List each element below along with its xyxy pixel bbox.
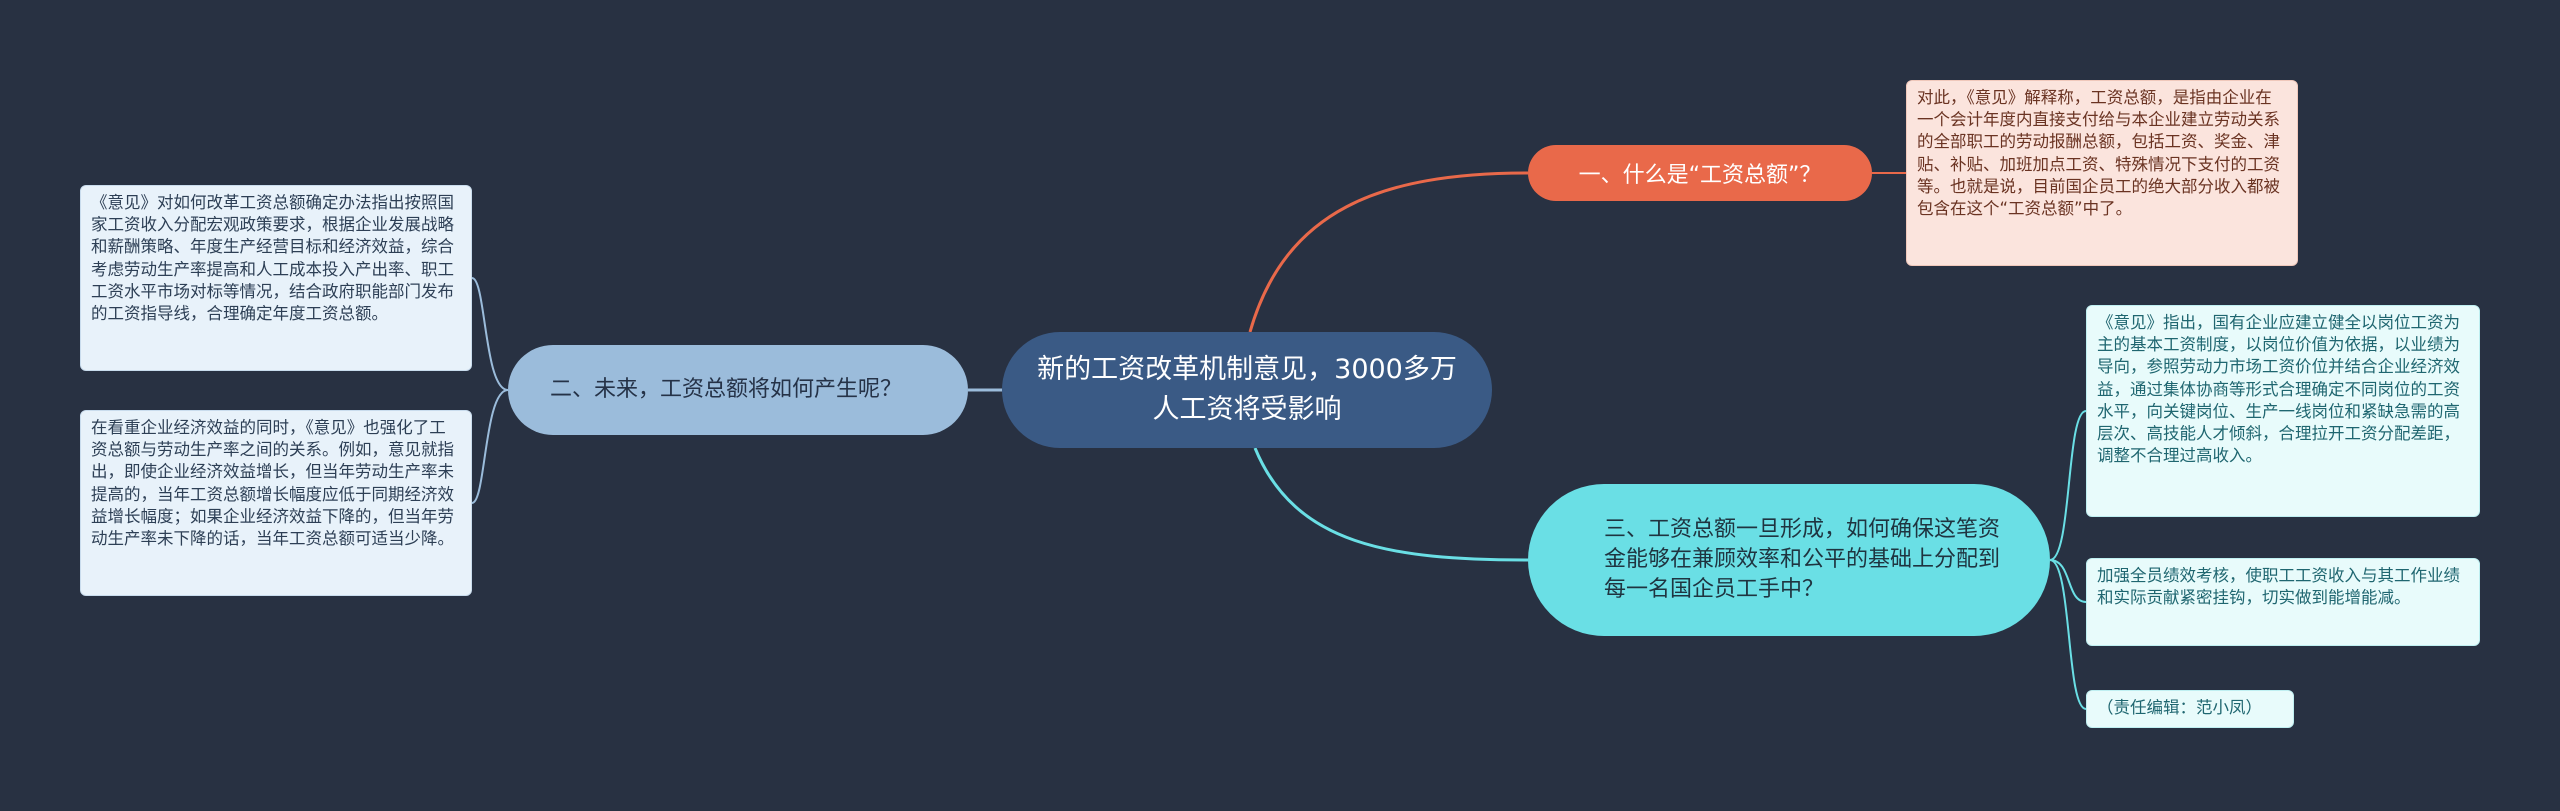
branch-topic-label: 二、未来，工资总额将如何产生呢？ <box>550 377 903 402</box>
note-editor-credit[interactable]: （责任编辑：范小凤） <box>2086 690 2294 728</box>
branch-topic-fair-distribution[interactable]: 三、工资总额一旦形成，如何确保这笔资金能够在兼顾效率和公平的基础上分配到每一名国… <box>1528 484 2050 636</box>
branch-topic-how-generated[interactable]: 二、未来，工资总额将如何产生呢？ <box>508 345 968 435</box>
branch-topic-label: 一、什么是“工资总额”？ <box>1578 163 1822 188</box>
note-text: 在看重企业经济效益的同时，《意见》也强化了工资总额与劳动生产率之间的关系。例如，… <box>91 418 454 549</box>
note-definition[interactable]: 对此，《意见》解释称，工资总额，是指由企业在一个会计年度内直接支付给与本企业建立… <box>1906 80 2298 266</box>
note-text: 《意见》对如何改革工资总额确定办法指出按照国家工资收入分配宏观政策要求，根据企业… <box>91 193 454 324</box>
note-text: 《意见》指出，国有企业应建立健全以岗位工资为主的基本工资制度，以岗位价值为依据，… <box>2097 313 2460 466</box>
connector-branch2-note2 <box>471 389 509 504</box>
note-position-wage-system[interactable]: 《意见》指出，国有企业应建立健全以岗位工资为主的基本工资制度，以岗位价值为依据，… <box>2086 305 2480 517</box>
connector-root-branch1 <box>1248 171 1529 333</box>
root-topic[interactable]: 新的工资改革机制意见，3000多万人工资将受影响 <box>1002 332 1492 448</box>
connector-branch3-note2 <box>2049 559 2087 603</box>
note-text: 对此，《意见》解释称，工资总额，是指由企业在一个会计年度内直接支付给与本企业建立… <box>1917 88 2280 219</box>
note-productivity-link[interactable]: 在看重企业经济效益的同时，《意见》也强化了工资总额与劳动生产率之间的关系。例如，… <box>80 410 472 596</box>
connector-branch3-note1 <box>2049 410 2087 561</box>
branch-topic-label: 三、工资总额一旦形成，如何确保这笔资金能够在兼顾效率和公平的基础上分配到每一名国… <box>1604 517 2001 602</box>
note-determination-method[interactable]: 《意见》对如何改革工资总额确定办法指出按照国家工资收入分配宏观政策要求，根据企业… <box>80 185 472 371</box>
connector-branch2-note1 <box>471 277 509 391</box>
branch-topic-what-is-total-wage[interactable]: 一、什么是“工资总额”？ <box>1528 145 1872 201</box>
connector-root-branch3 <box>1253 447 1529 562</box>
note-text: （责任编辑：范小凤） <box>2097 698 2262 717</box>
note-text: 加强全员绩效考核，使职工工资收入与其工作业绩和实际贡献紧密挂钩，切实做到能增能减… <box>2097 566 2460 608</box>
connector-branch3-note3 <box>2049 559 2087 710</box>
root-topic-label: 新的工资改革机制意见，3000多万人工资将受影响 <box>1037 354 1457 425</box>
note-performance-review[interactable]: 加强全员绩效考核，使职工工资收入与其工作业绩和实际贡献紧密挂钩，切实做到能增能减… <box>2086 558 2480 646</box>
